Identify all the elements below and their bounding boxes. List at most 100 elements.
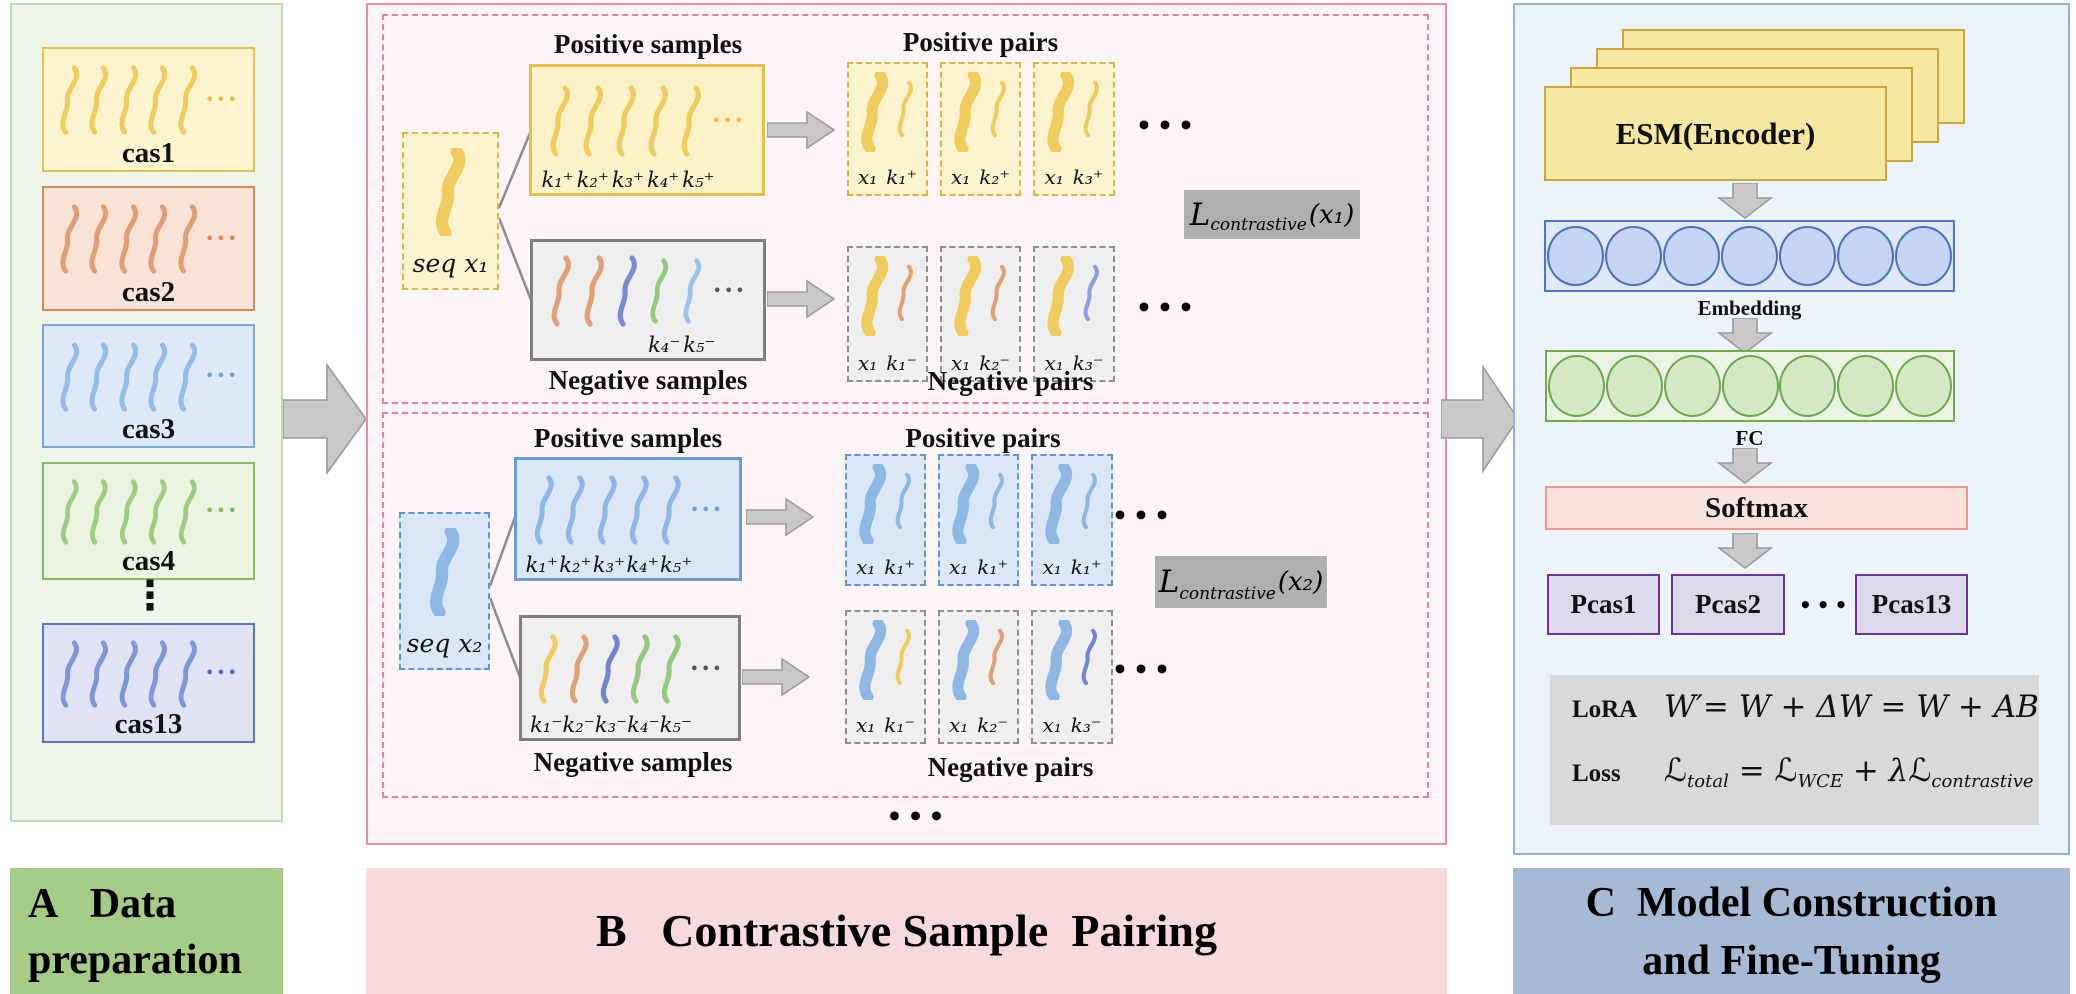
pair-label: x₁ k₃⁻ (1035, 351, 1113, 380)
pair-x: x₁ (1042, 713, 1062, 737)
sequence-squiggle-icon (646, 85, 671, 157)
cas-label: cas2 (121, 276, 176, 308)
sequence-squiggle-icon (679, 85, 704, 157)
positive-pair-box: x₁ k₁⁺ (938, 454, 1019, 586)
pair-x: x₁ (856, 555, 876, 579)
sequence-squiggle-icon (1080, 628, 1099, 686)
pair-label: x₁ k₂⁻ (942, 351, 1019, 380)
arrow-down-icon (1717, 448, 1773, 484)
loss-subscript: contrastive (1179, 584, 1276, 604)
sequence-squiggle-icon (117, 640, 141, 708)
negative-samples-box-x1: ••• k₄⁻ k₅⁻ (530, 239, 766, 361)
key-label: k₂⁺ (576, 168, 609, 192)
x2-section-frame (382, 412, 1429, 798)
pair-label: x₁ k₁⁻ (849, 351, 926, 380)
pair-squiggles (1033, 456, 1111, 555)
pair-k: k₁⁺ (1070, 555, 1102, 579)
sequence-squiggle-icon (598, 634, 623, 704)
pair-k: k₂⁻ (979, 351, 1010, 375)
sequence-squiggle-icon (987, 628, 1006, 686)
ellipsis: ••• (1136, 293, 1199, 322)
fc-node (1721, 355, 1779, 417)
sequence-squiggle-icon (87, 65, 111, 135)
sequence-squiggle-icon (954, 256, 982, 336)
key-label: k₅⁻ (683, 333, 716, 357)
sequence-squiggle-icon (680, 258, 705, 324)
key-label: k₃⁻ (594, 713, 628, 737)
positive-pair-box: x₁ k₃⁺ (1033, 62, 1115, 196)
positive-pair-box: x₁ k₁⁺ (845, 454, 926, 586)
sequence-squiggle-icon (176, 65, 200, 135)
sequence-squiggle-icon (117, 479, 141, 545)
pair-label: x₁ k₁⁻ (847, 713, 924, 742)
key-label: k₄⁺ (647, 168, 680, 192)
ellipsis: ••• (713, 283, 748, 299)
key-label: k₁⁺ (525, 553, 558, 577)
arrow-down-icon (1717, 318, 1773, 354)
sequence-squiggle-icon (954, 72, 982, 152)
embedding-node (1837, 226, 1894, 286)
embedding-node (1779, 226, 1836, 286)
sequence-squiggle-icon (176, 479, 200, 545)
sequence-squiggle-icon (1045, 620, 1073, 700)
embedding-node (1663, 226, 1720, 286)
pair-squiggles (942, 248, 1019, 351)
pair-label: x₁ k₁⁺ (849, 165, 926, 194)
cas-label: cas3 (121, 413, 176, 445)
key-label: k₅⁻ (659, 713, 692, 737)
pair-x: x₁ (951, 165, 971, 189)
pair-squiggles (849, 64, 926, 165)
pair-k: k₂⁻ (977, 713, 1008, 737)
sequence-squiggle-icon (952, 620, 980, 700)
cas-label: cas4 (121, 545, 176, 577)
fc-node (1547, 355, 1605, 417)
ellipsis: ••• (1112, 501, 1175, 530)
ellipsis: ••• (205, 369, 240, 384)
key-label: k₅⁺ (660, 553, 693, 577)
arrow-right-icon (742, 657, 810, 697)
fc-label: FC (1735, 426, 1764, 450)
pair-label: x₁ k₃⁺ (1035, 165, 1113, 194)
positive-squiggles-x1: ••• (532, 67, 762, 167)
sequence-squiggle-icon (146, 65, 170, 135)
positive-pair-box: x₁ k₁⁺ (847, 62, 928, 196)
pcas13-label: Pcas13 (1871, 589, 1952, 619)
lora-label: LoRA (1572, 696, 1638, 723)
fc-node (1663, 355, 1721, 417)
pair-squiggles (847, 612, 924, 713)
sequence-squiggle-icon (87, 479, 111, 545)
pair-label: x₁ k₁⁺ (940, 555, 1017, 584)
ellipsis: ••• (205, 504, 240, 519)
sequence-squiggle-icon (659, 634, 684, 704)
key-label: k₂⁺ (559, 553, 592, 577)
pair-x: x₁ (951, 351, 971, 375)
pair-label: x₁ k₂⁺ (942, 165, 1019, 194)
positive-pair-box: x₁ k₂⁺ (940, 62, 1021, 196)
sequence-squiggle-icon (1047, 72, 1075, 152)
arrow-right-icon (767, 110, 835, 150)
pair-squiggles (847, 456, 924, 555)
pcas1-label: Pcas1 (1570, 589, 1637, 619)
key-label: k₁⁻ (530, 713, 563, 737)
sequence-squiggle-icon (595, 475, 620, 545)
fc-node (1779, 355, 1837, 417)
pair-squiggles (942, 64, 1019, 165)
loss-sub-total: total (1687, 771, 1729, 792)
sequence-squiggle-icon (989, 264, 1008, 322)
sequence-squiggle-icon (146, 342, 170, 412)
key-label: k₁⁺ (541, 168, 574, 192)
pair-x: x₁ (858, 165, 878, 189)
positive-pair-box: x₁ k₁⁺ (1031, 454, 1113, 586)
positive-samples-box-x2: ••• k₁⁺ k₂⁺ k₃⁺ k₄⁺ k₅⁺ (514, 457, 742, 581)
cas1-squiggles: ••• (44, 49, 253, 143)
cas13-squiggles: ••• (44, 625, 253, 714)
sequence-squiggle-icon (1082, 264, 1101, 322)
pair-k: k₁⁻ (886, 351, 917, 375)
pcas-ellipsis: ••• (1799, 593, 1853, 617)
loss-row: Loss ℒtotal = ℒWCE + λℒcontrastive (1572, 751, 2039, 813)
negative-pair-box: x₁ k₁⁻ (847, 246, 928, 382)
pair-x: x₁ (949, 555, 969, 579)
pair-x: x₁ (1042, 555, 1062, 579)
sequence-squiggle-icon (146, 479, 170, 545)
